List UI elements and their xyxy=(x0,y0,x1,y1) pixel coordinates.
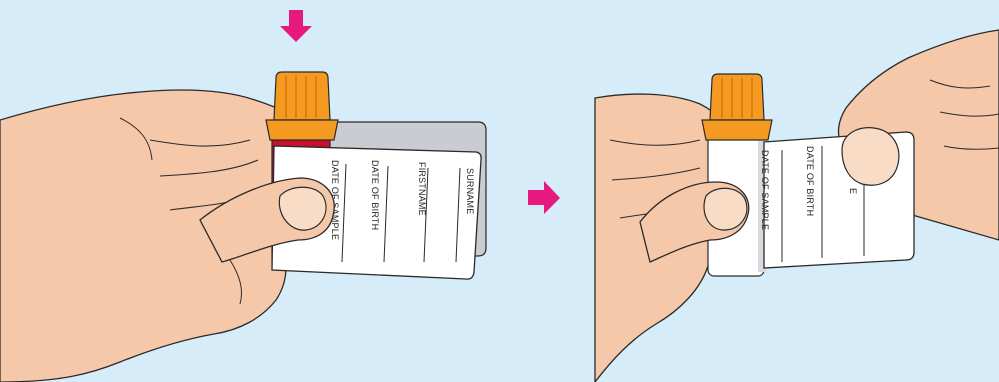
label-field-date-of-birth: DATE OF BIRTH xyxy=(370,160,380,230)
right-arrow-icon xyxy=(528,181,560,214)
tube-cap-2 xyxy=(702,74,772,140)
left-scene: SURNAME FIRSTNAME DATE OF BIRTH DATE OF … xyxy=(0,10,486,382)
thumbnail-2 xyxy=(704,188,747,230)
down-arrow-icon xyxy=(280,10,312,42)
label-field-surname: SURNAME xyxy=(465,168,475,214)
right-scene: DATE OF SAMPLE DATE OF BIRTH E xyxy=(595,30,999,382)
label-field-date-of-birth-2: DATE OF BIRTH xyxy=(805,146,815,216)
label-field-partial: E xyxy=(848,188,858,194)
label-field-firstname: FIRSTNAME xyxy=(417,162,427,216)
tube-cap xyxy=(266,72,338,140)
label-field-date-of-sample-2: DATE OF SAMPLE xyxy=(760,150,770,230)
right-thumb xyxy=(842,128,899,185)
